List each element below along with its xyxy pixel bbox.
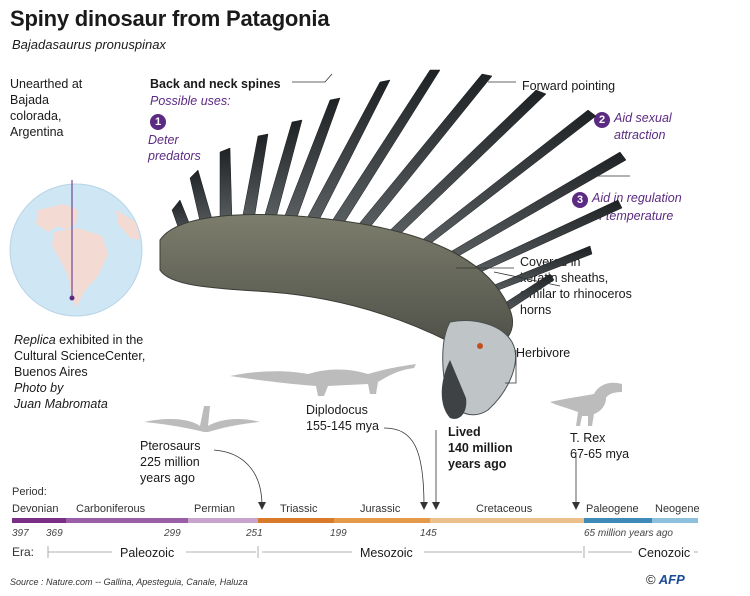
tick-145: 145 (420, 528, 437, 539)
period-permian: Permian (194, 503, 235, 515)
pterosaurs-label: Pterosaurs 225 million years ago (140, 439, 201, 485)
period-bar-cretaceous (430, 518, 584, 523)
period-devonian: Devonian (12, 503, 59, 515)
era-label: Era: (12, 545, 35, 559)
page-subtitle: Bajadasaurus pronuspinax (12, 37, 166, 52)
era-mesozoic: Mesozoic (360, 546, 413, 560)
era-paleozoic: Paleozoic (120, 546, 175, 560)
period-bar-paleogene (584, 518, 652, 523)
trex-silhouette-icon (550, 382, 622, 426)
tick-397: 397 (12, 528, 29, 539)
tick-369: 369 (46, 528, 63, 539)
forward-pointing-label: Forward pointing (522, 79, 616, 93)
replica-text: Replica exhibited in the Cultural Scienc… (14, 333, 146, 411)
use-2-text-line1: Aid sexual (614, 111, 672, 125)
use-1-text: Deter predators (148, 133, 201, 163)
trex-label: T. Rex 67-65 mya (570, 431, 630, 461)
period-bar-devonian (12, 518, 66, 523)
period-paleogene: Paleogene (586, 503, 639, 515)
period-cretaceous: Cretaceous (476, 503, 533, 515)
tick-251: 251 (246, 528, 263, 539)
period-carboniferous: Carboniferous (76, 503, 146, 515)
period-bar-jurassic (334, 518, 430, 523)
tick-299: 299 (164, 528, 181, 539)
period-label: Period: (12, 486, 47, 498)
period-bar-neogene (652, 518, 698, 523)
pterosaur-silhouette-icon (144, 406, 260, 432)
era-bracket-lines (47, 546, 698, 558)
source-credit: Source : Nature.com -- Gallina, Apestegu… (10, 577, 248, 587)
use-2-number: 2 (594, 110, 610, 128)
diplodocus-label: Diplodocus 155-145 mya (306, 403, 379, 433)
lived-label: Lived 140 million years ago (448, 425, 513, 471)
era-cenozoic: Cenozoic (638, 546, 691, 560)
location-text: Unearthed at Bajada colorada, Argentina (10, 77, 83, 139)
spines-heading: Back and neck spines (150, 77, 281, 91)
period-bar-permian (188, 518, 258, 523)
tick-65: 65 million years ago (584, 528, 673, 539)
period-bar-carboniferous (66, 518, 188, 523)
herbivore-label: Herbivore (516, 346, 571, 360)
period-neogene: Neogene (655, 503, 700, 515)
period-jurassic: Jurassic (360, 503, 401, 515)
use-1-number: 1 (150, 112, 166, 130)
page-title: Spiny dinosaur from Patagonia (10, 6, 330, 31)
use-2-text-line2: attraction (614, 128, 666, 142)
period-bar-triassic (258, 518, 334, 523)
afp-logo: © AFP (646, 572, 685, 587)
possible-uses-label: Possible uses: (150, 94, 231, 108)
globe-map-icon (9, 180, 143, 317)
diplodocus-silhouette-icon (230, 364, 416, 396)
use-3-number: 3 (572, 190, 588, 208)
tick-199: 199 (330, 528, 347, 539)
period-triassic: Triassic (280, 503, 318, 515)
dinosaur-illustration (159, 69, 630, 419)
